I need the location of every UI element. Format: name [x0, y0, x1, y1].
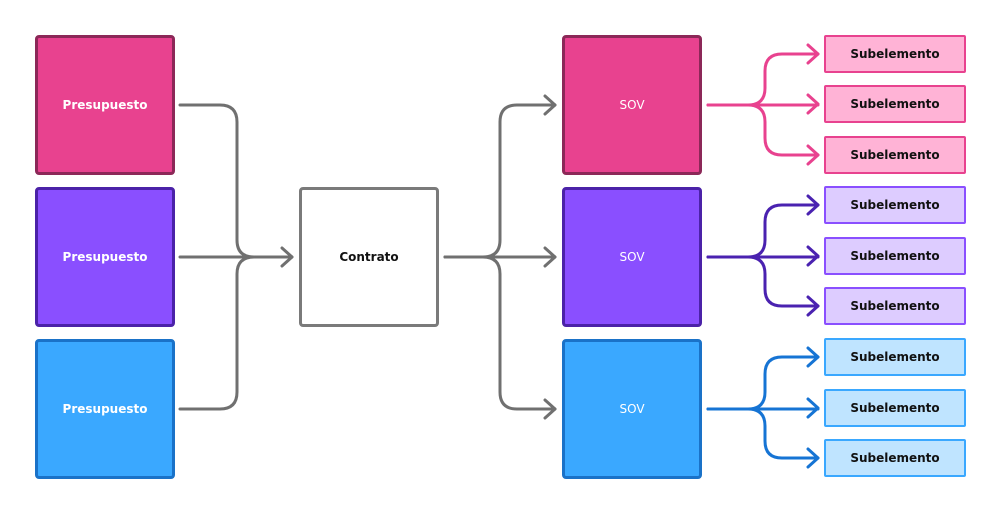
budget-connector [178, 255, 256, 411]
arrow-head [806, 346, 820, 368]
sov-connector [706, 103, 820, 157]
arrow-head [806, 397, 820, 419]
budget-label: Presupuesto [62, 250, 148, 264]
budget-box[interactable]: Presupuesto [35, 339, 175, 479]
subelement-label: Subelemento [850, 198, 940, 212]
contract-connector [443, 103, 557, 259]
arrow-head [543, 94, 557, 116]
subelement-box[interactable]: Subelemento [824, 136, 966, 174]
subelement-box[interactable]: Subelemento [824, 338, 966, 376]
arrow-head [806, 245, 820, 267]
subelement-box[interactable]: Subelemento [824, 35, 966, 73]
subelement-label: Subelemento [850, 299, 940, 313]
sov-box[interactable]: SOV [562, 187, 702, 327]
sov-connector [706, 52, 820, 107]
budget-label: Presupuesto [62, 402, 148, 416]
sov-connector [706, 255, 820, 308]
budget-connector [178, 103, 256, 259]
budget-label: Presupuesto [62, 98, 148, 112]
subelement-label: Subelemento [850, 249, 940, 263]
arrow-head [806, 93, 820, 115]
arrow-head [806, 447, 820, 469]
arrow-head [806, 194, 820, 216]
budget-box[interactable]: Presupuesto [35, 187, 175, 327]
contract-label: Contrato [339, 250, 399, 264]
subelement-box[interactable]: Subelemento [824, 287, 966, 325]
subelement-box[interactable]: Subelemento [824, 439, 966, 477]
arrow-head [806, 43, 820, 65]
arrow-head [543, 246, 557, 268]
contract-connector [443, 255, 557, 411]
subelement-box[interactable]: Subelemento [824, 186, 966, 224]
subelement-box[interactable]: Subelemento [824, 85, 966, 123]
arrow-head [806, 295, 820, 317]
sov-label: SOV [619, 98, 645, 112]
sov-connector [706, 203, 820, 259]
subelement-label: Subelemento [850, 148, 940, 162]
arrow-head [543, 398, 557, 420]
subelement-box[interactable]: Subelemento [824, 389, 966, 427]
contract-box[interactable]: Contrato [299, 187, 439, 327]
subelement-label: Subelemento [850, 97, 940, 111]
sov-box[interactable]: SOV [562, 35, 702, 175]
sov-box[interactable]: SOV [562, 339, 702, 479]
subelement-label: Subelemento [850, 451, 940, 465]
sov-connector [706, 407, 820, 460]
arrow-head [806, 144, 820, 166]
arrow-head [280, 246, 294, 268]
sov-label: SOV [619, 250, 645, 264]
subelement-label: Subelemento [850, 350, 940, 364]
sov-label: SOV [619, 402, 645, 416]
budget-box[interactable]: Presupuesto [35, 35, 175, 175]
subelement-label: Subelemento [850, 401, 940, 415]
sov-connector [706, 355, 820, 411]
subelement-label: Subelemento [850, 47, 940, 61]
subelement-box[interactable]: Subelemento [824, 237, 966, 275]
